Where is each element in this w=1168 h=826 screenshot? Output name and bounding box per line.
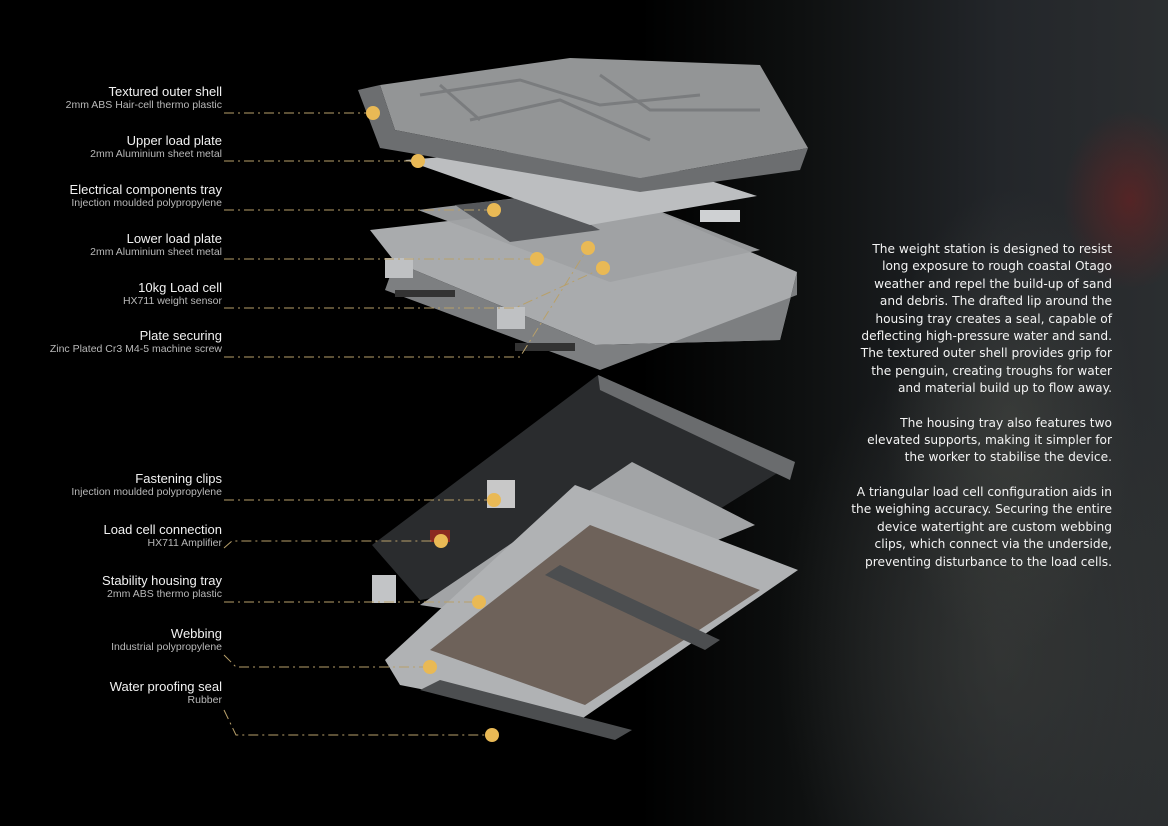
markers — [366, 106, 610, 742]
marker-dot — [472, 595, 486, 609]
label-subtitle: Injection moulded polypropylene — [71, 197, 222, 209]
label-subtitle: 2mm ABS thermo plastic — [107, 588, 222, 600]
leader-lines — [223, 112, 604, 736]
label-title: Webbing — [170, 626, 222, 641]
description-paragraph: The housing tray also features two eleva… — [867, 415, 1112, 465]
description-paragraph: The weight station is designed to resist… — [860, 242, 1112, 396]
bottom-assembly — [372, 375, 798, 740]
outer-shell-top — [380, 58, 808, 178]
label-subtitle: Rubber — [187, 694, 222, 706]
label-subtitle: HX711 weight sensor — [122, 295, 222, 307]
top-assembly — [358, 58, 808, 370]
marker-dot — [596, 261, 610, 275]
description-text: The weight station is designed to resist… — [851, 241, 1112, 588]
label-subtitle: Injection moulded polypropylene — [71, 486, 222, 498]
marker-dot — [487, 203, 501, 217]
marker-dot — [530, 252, 544, 266]
label-subtitle: Industrial polypropylene — [111, 641, 222, 653]
marker-dot — [434, 534, 448, 548]
marker-dot — [485, 728, 499, 742]
marker-dot — [366, 106, 380, 120]
label-subtitle: 2mm ABS Hair-cell thermo plastic — [65, 99, 222, 111]
label-title: Stability housing tray — [102, 573, 222, 588]
label-title: Textured outer shell — [108, 84, 222, 99]
label-subtitle: HX711 Amplifier — [147, 537, 222, 549]
label-title: Load cell connection — [103, 522, 222, 537]
label-title: Lower load plate — [126, 231, 222, 246]
label-subtitle: 2mm Aluminium sheet metal — [90, 148, 222, 160]
webbing-strap — [545, 565, 720, 650]
marker-dot — [411, 154, 425, 168]
description-paragraph: A triangular load cell configuration aid… — [851, 484, 1112, 569]
marker-dot — [487, 493, 501, 507]
label-title: 10kg Load cell — [138, 280, 222, 295]
label-subtitle: Zinc Plated Cr3 M4-5 machine screw — [49, 343, 222, 355]
label-title: Plate securing — [139, 328, 222, 343]
label-title: Fastening clips — [135, 471, 222, 486]
marker-dot — [423, 660, 437, 674]
label-title: Electrical components tray — [69, 182, 222, 197]
label-title: Upper load plate — [126, 133, 222, 148]
label-title: Water proofing seal — [109, 679, 222, 694]
marker-dot — [581, 241, 595, 255]
label-subtitle: 2mm Aluminium sheet metal — [90, 246, 222, 258]
